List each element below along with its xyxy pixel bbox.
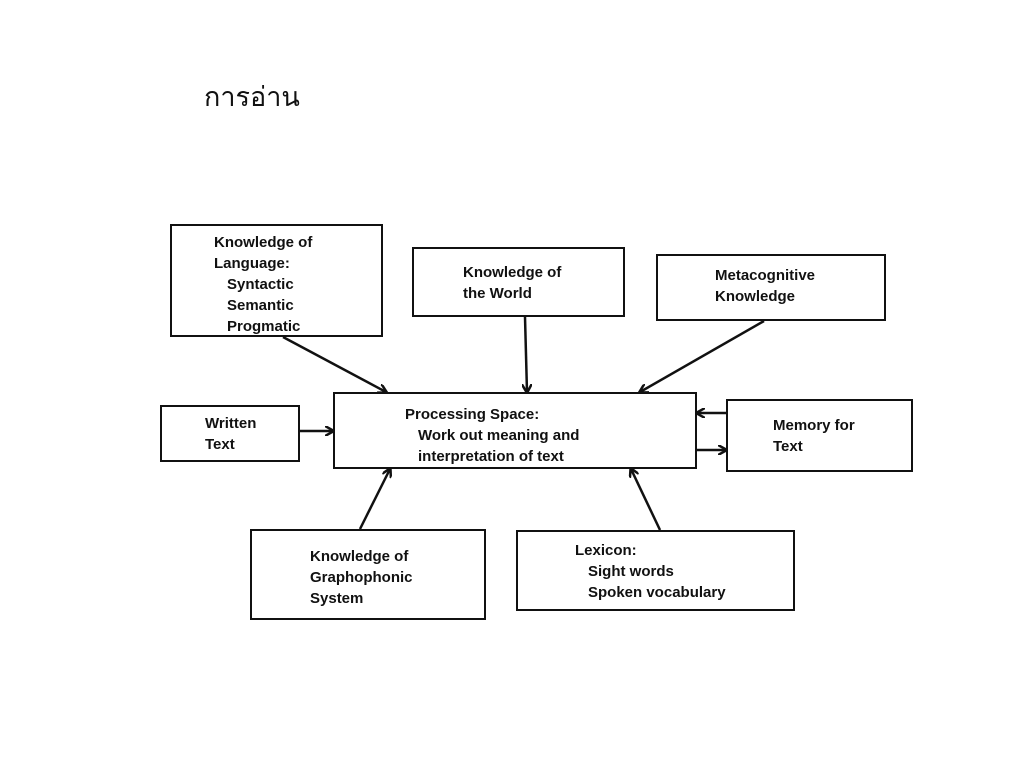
box-line: Knowledge of (310, 548, 409, 565)
box-line: Metacognitive (715, 267, 816, 284)
box-line: Graphophonic (310, 569, 413, 586)
box-line: Sight words (588, 563, 674, 580)
arrow-lexicon-to-processing (631, 469, 662, 531)
box-line: Progmatic (227, 318, 301, 335)
box-line: Memory for (773, 417, 855, 434)
box-line: Text (205, 436, 235, 453)
metacognitive-knowledge-box: Metacognitive Knowledge (656, 254, 886, 321)
box-line: Work out meaning and (418, 427, 580, 444)
knowledge-of-world-box: Knowledge of the World (412, 247, 625, 317)
box-line: Knowledge of (214, 234, 313, 251)
box-line: Lexicon: (575, 542, 637, 559)
box-line: Spoken vocabulary (588, 584, 726, 601)
arrow-metacognitive-to-processing (640, 319, 765, 392)
box-line: Syntactic (227, 276, 294, 293)
lexicon-box: Lexicon: Sight words Spoken vocabulary (516, 530, 795, 611)
box-line: Processing Space: (405, 406, 540, 423)
arrow-language-to-processing (282, 335, 386, 392)
graphophonic-system-box: Knowledge of Graphophonic System (250, 529, 486, 620)
box-line: Knowledge of (463, 264, 562, 281)
processing-space-box: Processing Space: Work out meaning and i… (333, 392, 697, 469)
box-line: interpretation of text (418, 448, 564, 465)
memory-for-text-box: Memory for Text (726, 399, 913, 472)
arrow-graphophonic-to-processing (358, 469, 390, 530)
box-line: Language: (214, 255, 290, 272)
box-line: Semantic (227, 297, 294, 314)
box-line: Knowledge (715, 288, 796, 305)
written-text-box: Written Text (160, 405, 300, 462)
arrow-world-to-processing (525, 316, 527, 392)
knowledge-of-language-box: Knowledge of Language: Syntactic Semanti… (170, 224, 383, 337)
box-line: System (310, 590, 364, 607)
box-line: Written (205, 415, 257, 432)
box-line: the World (463, 285, 532, 302)
page-title: การอ่าน (204, 82, 300, 113)
box-line: Text (773, 438, 803, 455)
